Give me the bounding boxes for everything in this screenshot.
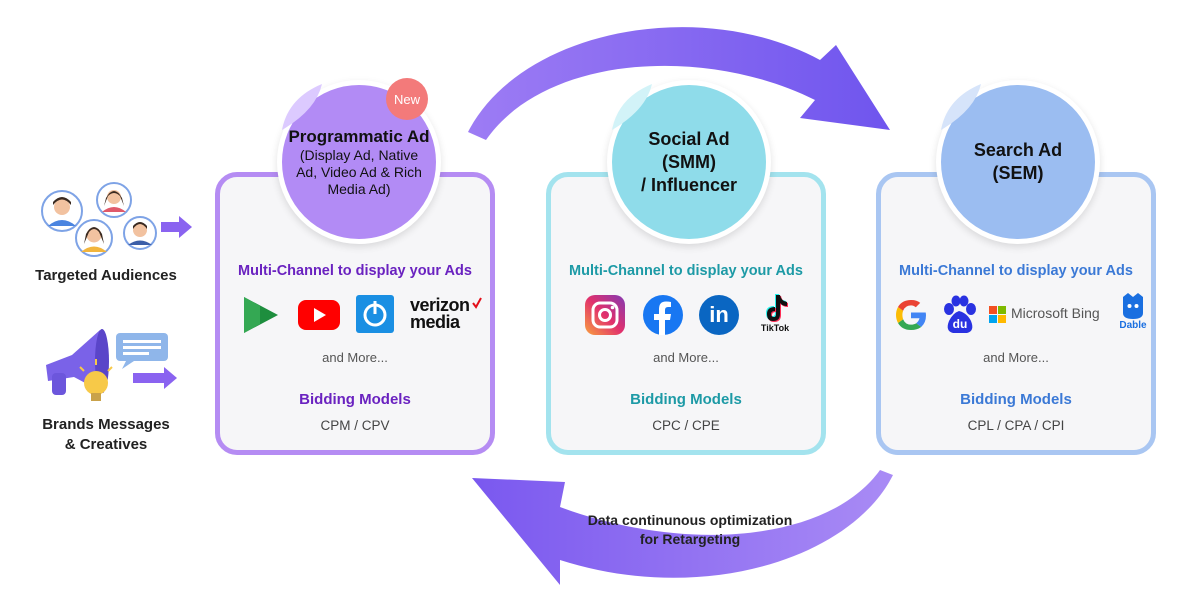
instagram-icon — [585, 295, 625, 335]
fold-icon — [282, 84, 322, 130]
bidding-title: Bidding Models — [299, 391, 411, 408]
baidu-text: du — [952, 317, 968, 331]
media-text: media — [410, 312, 460, 332]
more-label: and More... — [653, 350, 719, 365]
dable-icon — [1123, 293, 1143, 319]
channels-label: Multi-Channel to display your Ads — [238, 263, 472, 279]
google-dv360-icon — [244, 297, 278, 333]
messages-label-line1: Brands Messages — [42, 416, 170, 433]
dable-text: Dable — [1119, 320, 1147, 331]
messages-label: Brands Messages & Creatives — [26, 415, 186, 455]
bottom-arrow — [472, 470, 893, 585]
microsoft-bing-logo: Microsoft Bing — [989, 305, 1109, 327]
linkedin-icon: in — [699, 295, 739, 335]
tiktok-logo: TikTok — [757, 293, 793, 339]
retargeting-line1: Data continunous optimization — [587, 512, 793, 528]
audiences-label: Targeted Audiences — [35, 267, 177, 284]
verizon-media-logo: verizon media — [410, 295, 482, 335]
fold-icon — [612, 84, 652, 130]
channels-label: Multi-Channel to display your Ads — [569, 263, 803, 279]
google-icon — [896, 299, 926, 330]
bidding-title: Bidding Models — [630, 391, 742, 408]
megaphone-icon — [46, 329, 177, 401]
audience-icons — [41, 182, 192, 257]
bidding-models: CPM / CPV — [320, 418, 390, 433]
bidding-models: CPL / CPA / CPI — [967, 418, 1065, 433]
circle-subtitle: (Display Ad, Native Ad, Video Ad & Rich … — [296, 147, 422, 197]
verizon-text: verizon — [410, 295, 470, 315]
more-label: and More... — [983, 350, 1049, 365]
circle-line2: (SMM) — [662, 151, 716, 172]
baidu-logo: du — [941, 295, 977, 335]
messages-label-line2: & Creatives — [64, 436, 148, 453]
tiktok-text: TikTok — [760, 323, 790, 333]
check-icon — [472, 297, 482, 309]
circle-title: Programmatic Ad — [288, 127, 430, 146]
tiktok-icon — [766, 294, 788, 322]
bing-text: Microsoft Bing — [1011, 305, 1100, 321]
logos-row: in TikTok — [551, 293, 821, 343]
circle-line1: Search Ad — [973, 140, 1063, 160]
dable-logo: Dable — [1115, 293, 1151, 337]
baidu-paw-icon — [944, 295, 976, 333]
microsoft-icon — [989, 306, 1006, 323]
top-arrow — [468, 27, 890, 140]
logos-row: verizon media — [220, 293, 490, 343]
bidding-models: CPC / CPE — [652, 418, 720, 433]
circle-line2: (SEM) — [992, 163, 1044, 183]
circle-line1: Social Ad — [648, 128, 730, 149]
retargeting-line2: for Retargeting — [639, 531, 741, 547]
more-label: and More... — [322, 350, 388, 365]
youtube-icon — [298, 300, 340, 330]
facebook-icon — [643, 295, 683, 335]
circle-line3: / Influencer — [640, 174, 738, 195]
amazon-dsp-icon — [356, 295, 394, 333]
fold-icon — [941, 84, 981, 130]
channels-label: Multi-Channel to display your Ads — [899, 263, 1133, 279]
logos-row: du Microsoft Bing Dable — [881, 293, 1151, 343]
new-badge: New — [386, 78, 428, 120]
retargeting-label: Data continunous optimization for Retarg… — [575, 511, 805, 549]
bidding-title: Bidding Models — [960, 391, 1072, 408]
